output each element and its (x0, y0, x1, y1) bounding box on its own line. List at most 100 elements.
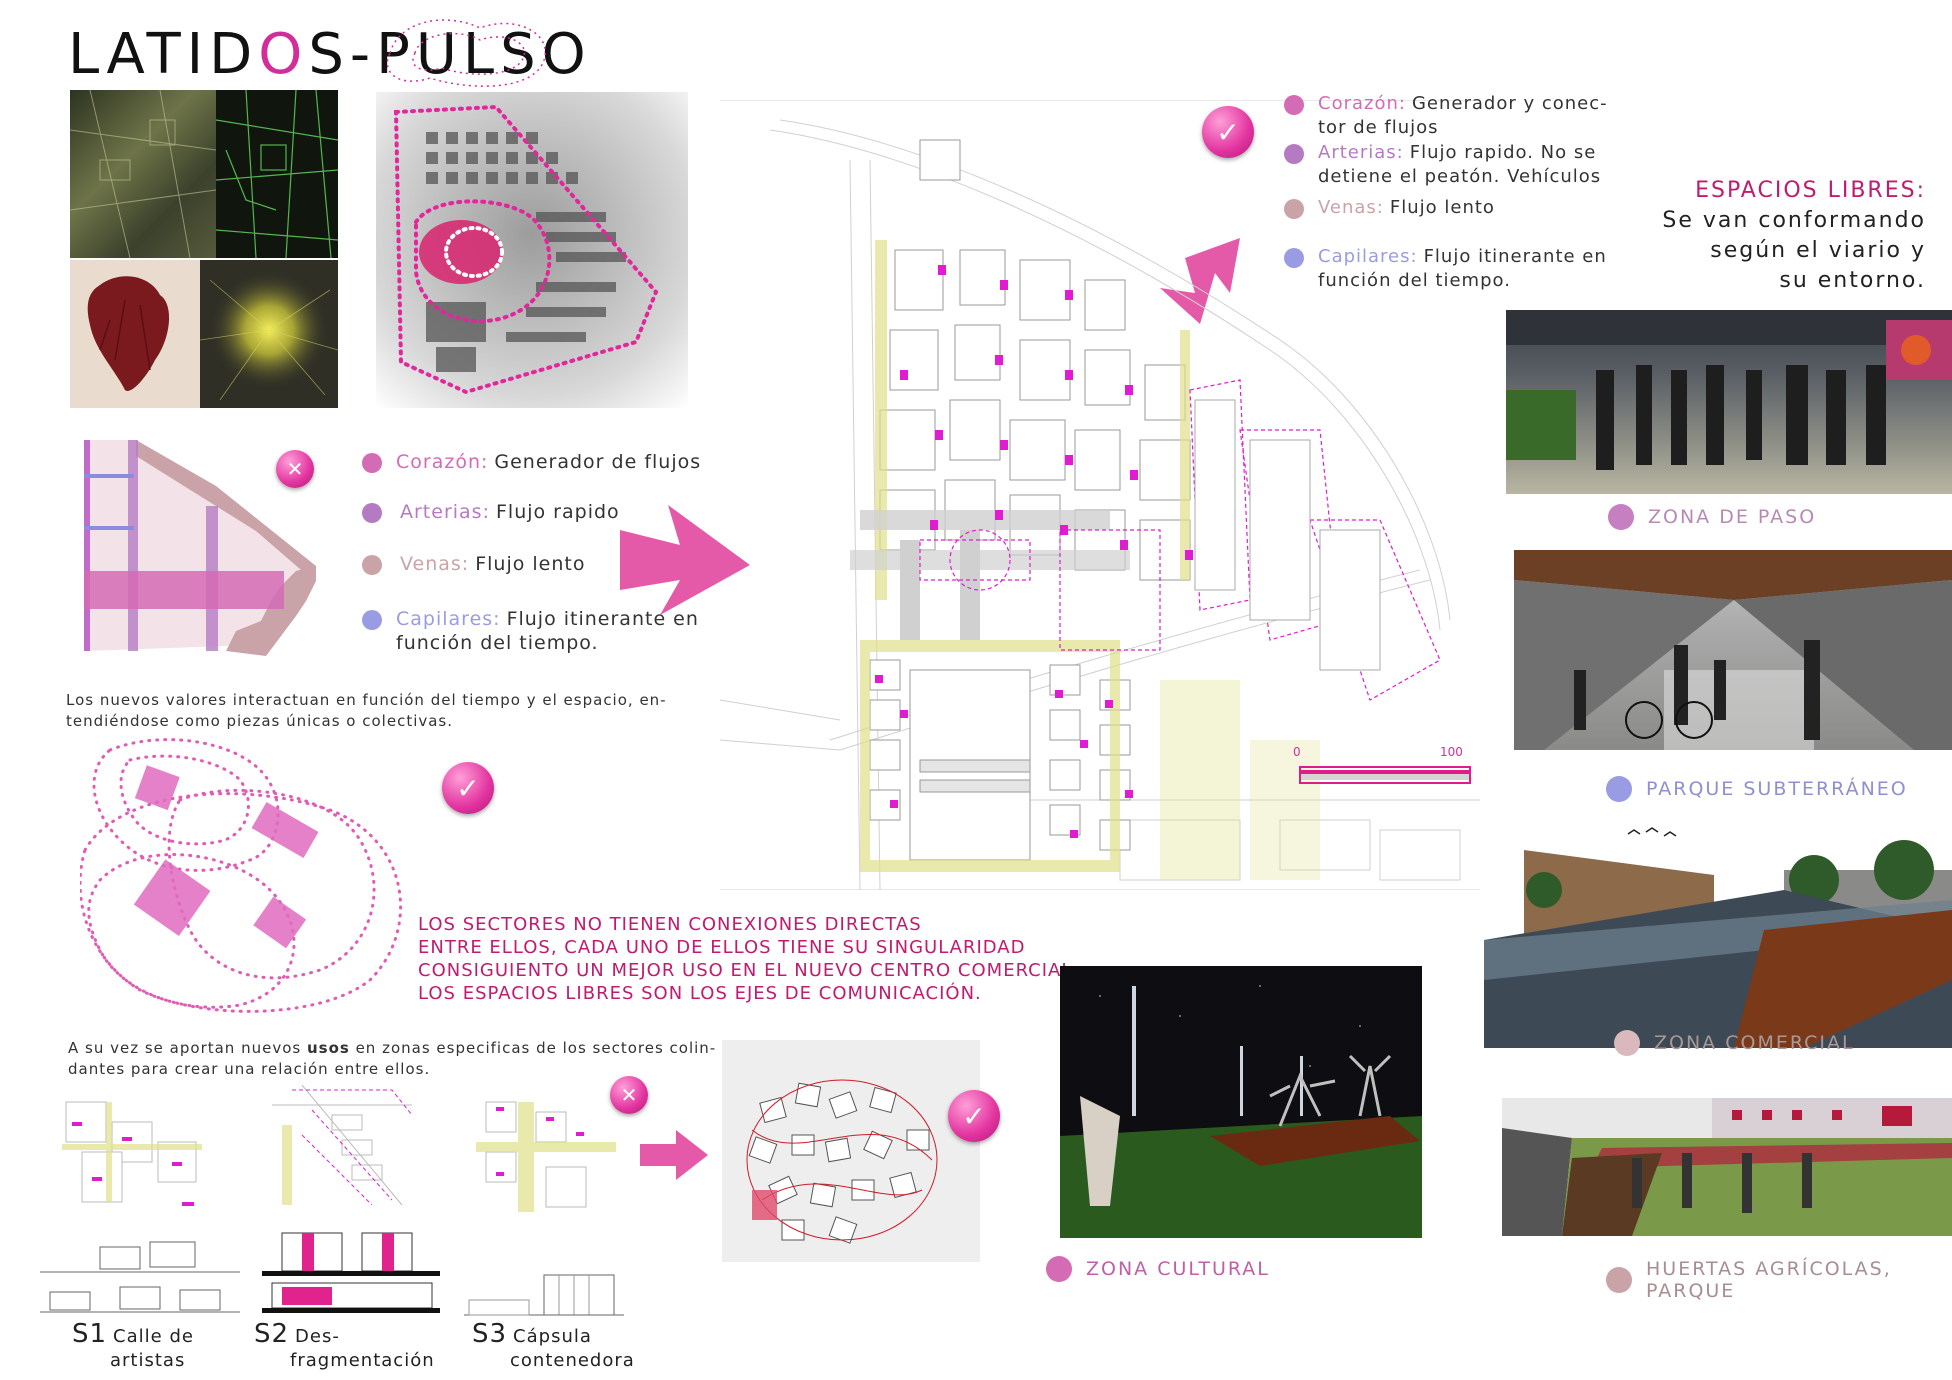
legend-mid-arterias: Arterias:Flujo rapido (362, 500, 620, 524)
section-code: S2 (254, 1319, 290, 1349)
legend-text: Flujo rapido (495, 501, 620, 523)
caption-dot (1606, 776, 1632, 802)
arrow-right-icon (640, 1130, 708, 1180)
legend-text: Flujo itinerante en (1423, 246, 1607, 267)
legend-text-2: función del tiempo. (1318, 270, 1511, 291)
corazon-dot (1284, 95, 1304, 115)
title-pulse-contour (386, 19, 547, 87)
legend-top-venas: Venas:Flujo lento (1284, 196, 1495, 220)
usos-text-2: dantes para crear una relación entre ell… (68, 1060, 431, 1078)
photo-zona-paso (1506, 310, 1952, 494)
espacios-heading: ESPACIOS LIBRES: (1695, 178, 1926, 203)
elevation-s3 (464, 1274, 624, 1316)
legend-keyword: Arterias: (400, 501, 490, 523)
cross-badge-2: ✕ (610, 1076, 648, 1114)
sectors-paragraph: LOS SECTORES NO TIENEN CONEXIONES DIRECT… (418, 913, 1079, 1005)
espacios-block: ESPACIOS LIBRES: Se van conformando segú… (1662, 176, 1926, 296)
legend-text-2: función del tiempo. (396, 632, 599, 654)
legend-keyword: Arterias: (1318, 142, 1404, 163)
photo-parque-subterraneo (1514, 550, 1952, 750)
sectors-line-4: LOS ESPACIOS LIBRES SON LOS EJES DE COMU… (418, 983, 982, 1004)
legend-keyword: Capilares: (396, 608, 501, 630)
capillary-image (200, 260, 338, 408)
title-text-highlight: O (258, 22, 309, 87)
legend-keyword: Corazón: (396, 451, 489, 473)
title-text-b: S-PULSO (308, 22, 592, 87)
section-code: S3 (472, 1319, 508, 1349)
sectors-line-2: ENTRE ELLOS, CADA UNO DE ELLOS TIENE SU … (418, 937, 1026, 958)
corazon-dot (362, 453, 382, 473)
legend-mid-venas: Venas:Flujo lento (362, 552, 585, 576)
flow-diagram (84, 440, 316, 656)
section-line-2: artistas (110, 1350, 186, 1371)
caption-zona-paso: ZONA DE PASO (1608, 504, 1816, 530)
legend-keyword: Venas: (400, 553, 470, 575)
legend-top-corazon: Corazón:Generador y conec-tor de flujos (1284, 92, 1608, 140)
usos-text-a: A su vez se aportan nuevos (68, 1039, 307, 1057)
section-line-1: Cápsula (513, 1326, 592, 1347)
caption-dot (1606, 1267, 1632, 1293)
interact-line-1: Los nuevos valores interactuan en funció… (66, 691, 667, 709)
section-line-1: Des- (295, 1326, 340, 1347)
legend-text: Flujo rapido. No se (1409, 142, 1597, 163)
sectors-line-3: CONSIGUIENTO UN MEJOR USO EN EL NUEVO CE… (418, 960, 1080, 981)
map-image-network (216, 90, 338, 258)
interact-paragraph: Los nuevos valores interactuan en funció… (66, 690, 667, 732)
legend-text: Flujo itinerante en (506, 608, 699, 630)
legend-text: Flujo lento (475, 553, 586, 575)
caption-label: HUERTAS AGRÍCOLAS, PARQUE (1646, 1258, 1892, 1302)
section-line-1: Calle de (113, 1326, 194, 1347)
cross-badge-1: ✕ (276, 450, 314, 488)
legend-text: Generador y conec- (1411, 93, 1608, 114)
interact-line-2: tendiéndose como piezas únicas o colecti… (66, 712, 454, 730)
caption-dot (1046, 1256, 1072, 1282)
big-arrow-right-icon (620, 505, 750, 615)
caption-dot (1608, 504, 1634, 530)
caption-dot (1614, 1030, 1640, 1056)
sectors-line-1: LOS SECTORES NO TIENEN CONEXIONES DIRECT… (418, 914, 922, 935)
legend-text-2: detiene el peatón. Vehículos (1318, 166, 1602, 187)
caption-label: ZONA CULTURAL (1086, 1258, 1270, 1280)
caption-label: PARQUE SUBTERRÁNEO (1646, 778, 1908, 800)
sketch-model-photo (722, 1040, 980, 1262)
caption-huertas: HUERTAS AGRÍCOLAS, PARQUE (1606, 1258, 1952, 1302)
legend-top-arterias: Arterias:Flujo rapido. No se detiene el p… (1284, 141, 1601, 189)
scale-max: 100 (1440, 745, 1463, 759)
plan-s2 (272, 1085, 412, 1206)
arterias-dot (1284, 144, 1304, 164)
legend-text: Generador de flujos (494, 451, 702, 473)
caption-zona-cultural: ZONA CULTURAL (1046, 1256, 1270, 1282)
legend-text-2: tor de flujos (1318, 117, 1439, 138)
capilares-dot (362, 610, 382, 630)
legend-keyword: Corazón: (1318, 93, 1406, 114)
birds-icon (1627, 827, 1677, 837)
caption-parque-subterraneo: PARQUE SUBTERRÁNEO (1606, 776, 1908, 802)
usos-text-bold: usos (306, 1039, 350, 1057)
caption-zona-comercial: ZONA COMERCIAL (1614, 1030, 1855, 1056)
legend-keyword: Capilares: (1318, 246, 1418, 267)
scale-min: 0 (1293, 745, 1301, 759)
arrow-up-right-icon (1160, 238, 1240, 324)
elevation-s1 (40, 1241, 240, 1313)
usos-text-c: en zonas especificas de los sectores col… (349, 1039, 717, 1057)
legend-text: Flujo lento (1389, 197, 1495, 218)
plan-s3 (476, 1101, 616, 1212)
master-plan (720, 100, 1480, 890)
venas-dot (1284, 199, 1304, 219)
title-text-a: LATID (68, 22, 259, 87)
page-title: LATIDOS-PULSO (68, 22, 592, 87)
section-line-2: contenedora (510, 1350, 635, 1371)
plan-s1 (62, 1101, 202, 1206)
espacios-line-3: su entorno. (1779, 268, 1926, 293)
capilares-dot (1284, 248, 1304, 268)
legend-top-capilares: Capilares:Flujo itinerante en función del… (1284, 245, 1607, 293)
caption-label: ZONA DE PASO (1648, 506, 1817, 528)
photo-zona-cultural (1060, 966, 1422, 1238)
check-badge-1: ✓ (442, 762, 494, 814)
legend-keyword: Venas: (1318, 197, 1384, 218)
venas-dot (362, 555, 382, 575)
